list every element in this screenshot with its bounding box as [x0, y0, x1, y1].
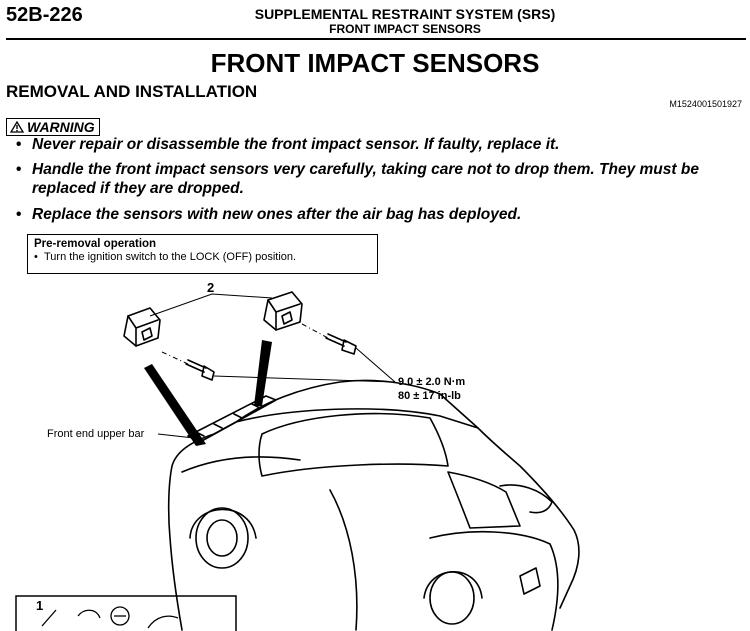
car-roof-line [235, 408, 479, 429]
warning-badge: WARNING [6, 118, 100, 136]
rear-light [519, 567, 541, 595]
detail-harness [147, 615, 179, 629]
page-number: 52B-226 [6, 4, 83, 26]
hood-line [181, 456, 301, 473]
pointer-wedge-left [144, 364, 206, 446]
torque-nm: 9.0 ± 2.0 N·m [398, 376, 466, 388]
rear-spoiler [499, 484, 553, 514]
torque-inlb: 80 ± 17 in-lb [398, 390, 461, 402]
warning-list: Never repair or disassemble the front im… [14, 135, 740, 230]
header-title-line1: SUPPLEMENTAL RESTRAINT SYSTEM (SRS) [254, 6, 556, 22]
bolt-axis-right [301, 323, 329, 339]
torque-leader [213, 347, 396, 383]
front-bar-leader [157, 433, 195, 439]
rear-wheel [429, 571, 475, 625]
front-impact-sensor-left [123, 307, 161, 347]
front-wheel-hub [206, 519, 238, 557]
windshield [258, 412, 449, 477]
door-line [329, 489, 358, 631]
warning-item: Never repair or disassemble the front im… [14, 135, 740, 154]
front-wheel [195, 507, 249, 569]
section-title: REMOVAL AND INSTALLATION [6, 82, 258, 101]
side-window [447, 471, 521, 529]
doc-id: M1524001501927 [669, 99, 742, 109]
sensor-installation-diagram [15, 291, 580, 631]
bolt-left [185, 359, 215, 381]
car-body-outline [167, 379, 580, 631]
pre-removal-item: Turn the ignition switch to the LOCK (OF… [34, 251, 371, 263]
detail-clip-icon [110, 606, 130, 626]
header-title-line2: FRONT IMPACT SENSORS [329, 22, 481, 36]
pre-removal-box: Pre-removal operation Turn the ignition … [27, 234, 378, 274]
pointer-wedge-right [254, 340, 272, 406]
bolt-axis-left [161, 351, 189, 365]
rear-wheel-arch [423, 571, 483, 599]
front-end-upper-bar-label: Front end upper bar [47, 428, 145, 440]
rear-hatch [429, 530, 559, 631]
front-wheel-arch [189, 508, 257, 539]
front-end-upper-bar [187, 395, 277, 443]
callout-2: 2 [207, 280, 215, 295]
callout-line-2 [149, 293, 273, 317]
callout-1: 1 [36, 598, 44, 613]
bolt-right [325, 333, 357, 355]
main-title: FRONT IMPACT SENSORS [210, 48, 540, 78]
warning-item: Replace the sensors with new ones after … [14, 205, 740, 224]
pre-removal-title: Pre-removal operation [34, 238, 157, 250]
warning-item: Handle the front impact sensors very car… [14, 160, 740, 198]
front-impact-sensor-right [263, 291, 303, 331]
detail-inset-box [15, 595, 237, 631]
warning-label: WARNING [27, 119, 95, 135]
header-rule [6, 38, 746, 40]
detail-connector [41, 609, 101, 627]
warning-triangle-icon [10, 121, 24, 133]
